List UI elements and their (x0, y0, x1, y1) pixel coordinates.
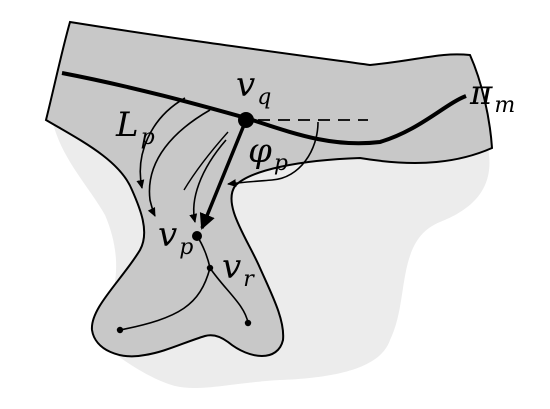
label-lp: Lp (115, 105, 155, 150)
label-phi-p: φp (248, 131, 288, 176)
label-pi-m-sub: m (494, 93, 515, 118)
label-vq-base: v (236, 65, 255, 105)
label-vp-sub: p (179, 235, 193, 260)
lp-curve-2 (136, 97, 186, 189)
phi-p-curve (227, 121, 319, 188)
tree-branch-vr-right (209, 267, 249, 324)
vertex-vr (206, 264, 214, 272)
gray-band (44, 20, 494, 358)
leaf-right (244, 319, 252, 327)
lp-curve-1 (147, 109, 211, 217)
vertex-vq (238, 112, 254, 128)
label-vp: vp (158, 215, 193, 260)
label-vr-sub: r (243, 267, 255, 292)
lp-curve-3 (189, 139, 227, 223)
label-vq-sub: q (257, 85, 271, 110)
vertex-vp (192, 231, 202, 241)
tree-branch-vr-left (119, 267, 211, 331)
lp-curve-4 (183, 131, 229, 191)
label-vp-base: v (158, 215, 177, 255)
label-lp-base: L (115, 105, 139, 145)
label-vr: vr (222, 247, 255, 292)
label-pi-m-base: π (469, 73, 493, 113)
label-pi-m: πm (469, 73, 515, 118)
label-phi-p-sub: p (274, 151, 288, 176)
arrow-vq-vp (199, 119, 248, 230)
label-vr-base: v (222, 247, 241, 287)
label-vq: vq (236, 65, 271, 110)
path-pi-m (61, 71, 467, 146)
leaf-left (116, 326, 124, 334)
label-phi-p-base: φ (248, 131, 272, 171)
label-lp-sub: p (141, 125, 155, 150)
